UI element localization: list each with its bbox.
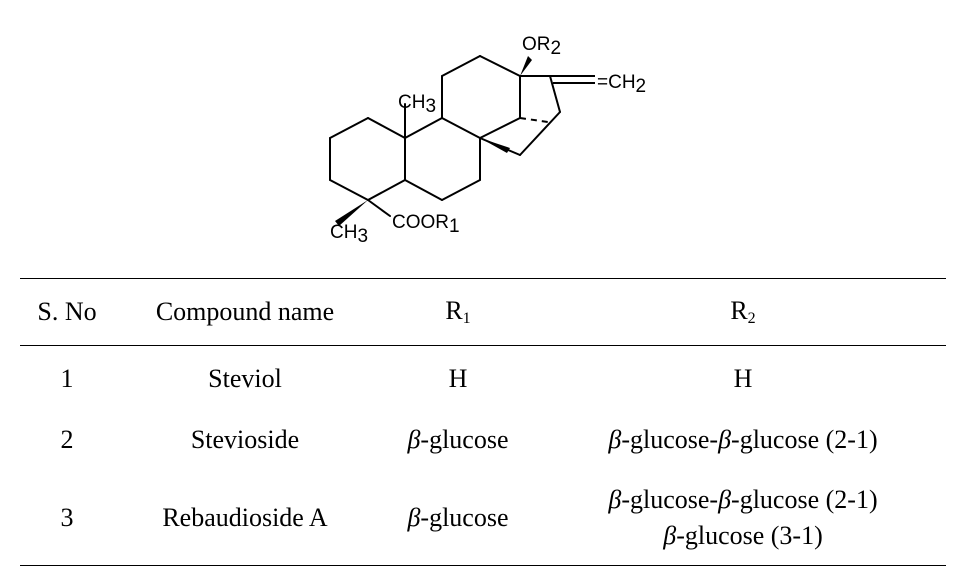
coor1-label: COOR1: [392, 212, 460, 237]
steviol-structure-diagram: OR2 =CH2 CH3 CH3 COOR1: [329, 34, 646, 247]
cell-r1: β-glucose: [407, 425, 509, 454]
header-r2: R2: [730, 296, 756, 327]
header-r1: R1: [445, 296, 471, 327]
dashed-bonds: [519, 76, 549, 123]
or2-label: OR2: [522, 34, 561, 59]
header-sno: S. No: [37, 297, 97, 326]
cell-sno: 2: [60, 425, 74, 454]
ch2-label: =CH2: [597, 72, 646, 97]
wedge-bonds: [335, 56, 532, 226]
cell-sno: 1: [60, 364, 74, 393]
header-compound-name: Compound name: [155, 297, 335, 326]
ch3-bottom-label: CH3: [330, 222, 368, 247]
cell-r2-line-2: β-glucose (3-1): [663, 520, 823, 550]
ring-bonds: [329, 55, 561, 217]
cell-r1: H: [448, 364, 468, 393]
table-row: 2 Stevioside β-glucose β-glucose-β-gluco…: [20, 410, 946, 470]
cell-r1: β-glucose: [407, 502, 509, 532]
ch3-top-label: CH3: [398, 92, 436, 117]
cell-r2-line-1: β-glucose-β-glucose (2-1): [608, 484, 878, 514]
compound-table: S. No Compound name R1 R2 1 Steviol H H …: [20, 278, 946, 566]
table-row: 1 Steviol H H: [20, 346, 946, 411]
cell-sno: 3: [60, 502, 74, 532]
cell-r2: β-glucose-β-glucose (2-1): [608, 425, 878, 454]
cell-compound: Steviol: [208, 364, 282, 393]
cell-compound: Rebaudioside A: [162, 502, 328, 532]
cell-r2: H: [733, 364, 753, 393]
cell-compound: Stevioside: [190, 425, 300, 454]
cell-r2: β-glucose-β-glucose (2-1) β-glucose (3-1…: [540, 470, 946, 566]
table-row: 3 Rebaudioside A β-glucose β-glucose-β-g…: [20, 470, 946, 566]
exocyclic-double-bond: [550, 75, 595, 84]
table-header-row: S. No Compound name R1 R2: [20, 278, 946, 346]
